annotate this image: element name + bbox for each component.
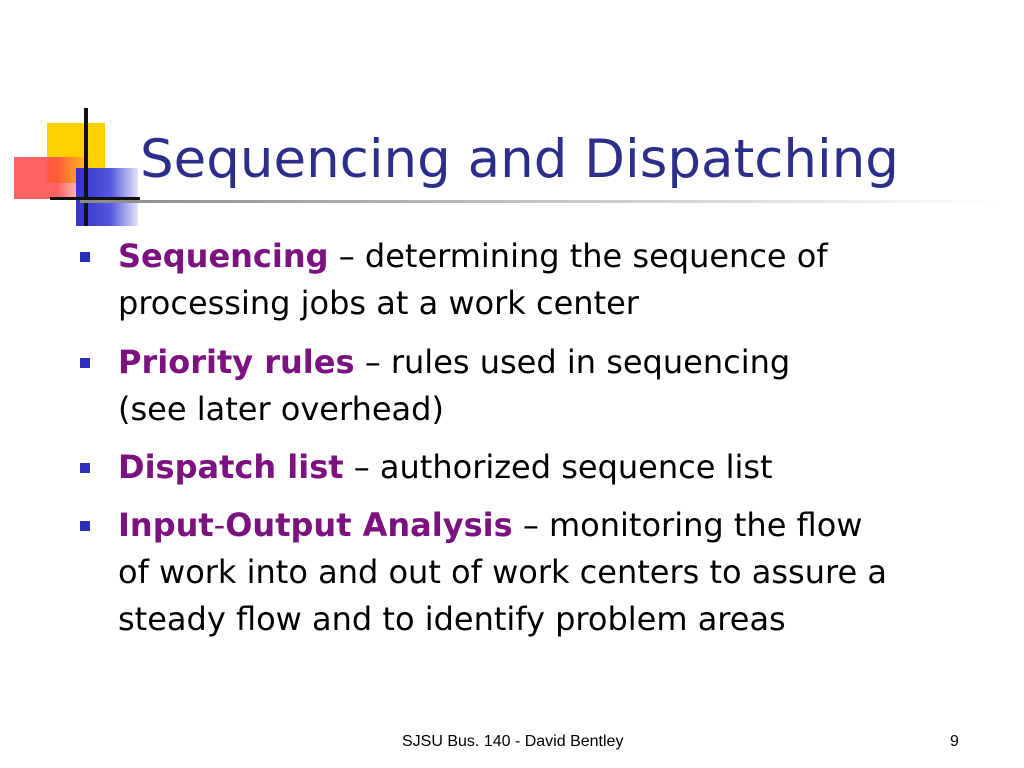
bullet-dispatch-list: Dispatch list – authorized sequence list (80, 444, 998, 491)
square-bullet-icon (80, 358, 90, 368)
bullet-priority-rules: Priority rules – rules used in sequencin… (80, 339, 998, 433)
slide-title: Sequencing and Dispatching (140, 129, 899, 190)
title-underline (80, 200, 1000, 203)
bullet-text: (see later overhead) (118, 390, 444, 428)
bullet-term: Sequencing (118, 237, 329, 275)
bullet-term-dash: - (213, 506, 226, 544)
square-bullet-icon (80, 521, 90, 531)
bullet-text: – monitoring the flow (522, 506, 863, 544)
footer-text: SJSU Bus. 140 - David Bentley (402, 733, 624, 750)
vertical-line (84, 108, 88, 226)
bullet-sequencing: Sequencing – determining the sequence of… (80, 233, 998, 327)
decorative-squares-logo (0, 0, 160, 240)
bullet-term-part: Input (118, 506, 214, 544)
bullet-term-part: Output Analysis (225, 506, 513, 544)
bullet-text: – rules used in sequencing (364, 343, 791, 381)
square-bullet-icon (80, 252, 90, 262)
bullet-text: – determining the sequence of (338, 237, 828, 275)
horizontal-line (50, 197, 140, 200)
bullet-text: processing jobs at a work center (118, 284, 639, 322)
square-bullet-icon (80, 463, 90, 473)
red-square (14, 157, 86, 199)
bullet-text: of work into and out of work centers to … (118, 553, 887, 591)
page-number: 9 (950, 733, 959, 750)
bullet-term: Priority rules (118, 343, 355, 381)
bullet-text: – authorized sequence list (353, 448, 773, 486)
bullet-term: Input-Output Analysis (118, 506, 513, 544)
bullet-text: steady flow and to identify problem area… (118, 600, 786, 638)
bullet-input-output-analysis: Input-Output Analysis – monitoring the f… (80, 502, 998, 643)
bullet-term: Dispatch list (118, 448, 344, 486)
